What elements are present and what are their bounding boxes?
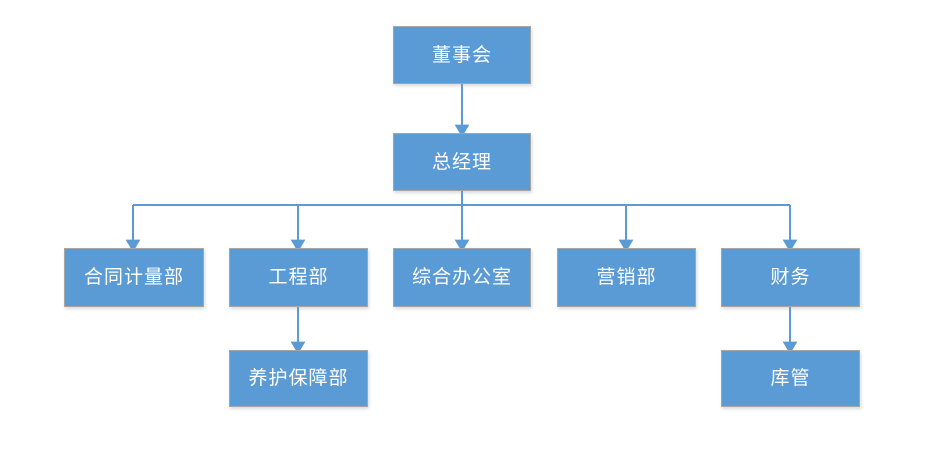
node-board[interactable]: 董事会: [393, 26, 531, 84]
node-general-office[interactable]: 综合办公室: [393, 248, 531, 307]
node-contract-measurement-dept[interactable]: 合同计量部: [64, 248, 204, 307]
node-warehouse-management[interactable]: 库管: [721, 350, 860, 407]
node-finance-label: 财务: [770, 266, 811, 289]
node-maintenance-support-dept[interactable]: 养护保障部: [229, 350, 368, 407]
node-engineering-dept[interactable]: 工程部: [229, 248, 368, 307]
node-general-manager[interactable]: 总经理: [393, 133, 531, 191]
node-contract-measurement-dept-label: 合同计量部: [83, 266, 184, 289]
node-finance[interactable]: 财务: [721, 248, 860, 307]
node-warehouse-management-label: 库管: [770, 367, 811, 390]
node-general-office-label: 综合办公室: [411, 266, 512, 289]
node-marketing-dept-label: 营销部: [596, 266, 657, 289]
node-maintenance-support-dept-label: 养护保障部: [248, 367, 349, 390]
node-engineering-dept-label: 工程部: [268, 266, 329, 289]
node-general-manager-label: 总经理: [431, 150, 492, 173]
node-marketing-dept[interactable]: 营销部: [557, 248, 696, 307]
node-board-label: 董事会: [431, 43, 492, 66]
